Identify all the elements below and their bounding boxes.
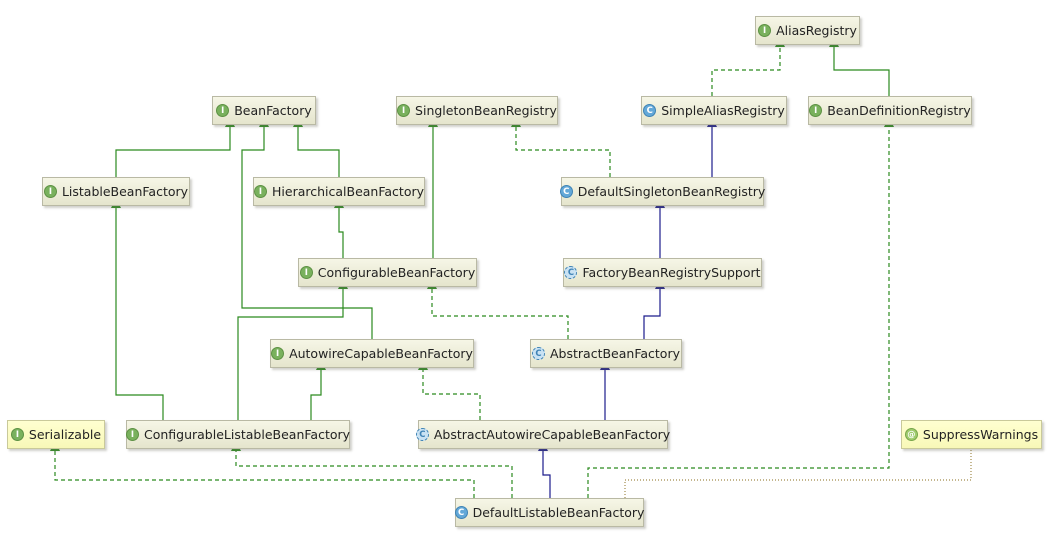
node-label: DefaultSingletonBeanRegistry [577, 184, 766, 199]
node-label: HierarchicalBeanFactory [272, 184, 425, 199]
class-node-beandefinitionregistry[interactable]: I BeanDefinitionRegistry [808, 96, 972, 125]
abstract-class-icon: C [415, 428, 429, 441]
edge-extends-interface-2 [115, 117, 235, 177]
class-node-abstractautowirecapablebeanfactory[interactable]: C AbstractAutowireCapableBeanFactory [415, 420, 671, 449]
node-label: DefaultListableBeanFactory [472, 505, 645, 520]
class-node-abstractbeanfactory[interactable]: C AbstractBeanFactory [530, 339, 682, 368]
class-node-configurablelistablebeanfactory[interactable]: I ConfigurableListableBeanFactory [125, 420, 351, 449]
class-icon: C [643, 104, 657, 117]
class-node-hierarchicalbeanfactory[interactable]: I HierarchicalBeanFactory [253, 177, 425, 206]
node-label: SuppressWarnings [922, 427, 1039, 442]
class-node-singletonbeanregistry[interactable]: I SingletonBeanRegistry [396, 96, 558, 125]
edge-extends-interface-1 [829, 37, 890, 96]
edge-implements-0 [711, 37, 785, 96]
class-icon: C [454, 506, 468, 519]
node-label: BeanDefinitionRegistry [827, 103, 971, 118]
interface-icon: I [299, 266, 313, 279]
edge-extends-class-17 [538, 441, 551, 498]
node-label: AutowireCapableBeanFactory [289, 346, 473, 361]
class-node-beanfactory[interactable]: I BeanFactory [212, 96, 316, 125]
node-label: SingletonBeanRegistry [415, 103, 557, 118]
class-node-defaultlistablebeanfactory[interactable]: C DefaultListableBeanFactory [454, 498, 645, 527]
node-label: ListableBeanFactory [61, 184, 189, 199]
edge-implements-5 [511, 117, 611, 177]
interface-icon: I [271, 347, 285, 360]
edge-extends-class-10 [643, 279, 665, 339]
edge-implements-18 [231, 441, 513, 498]
node-label: FactoryBeanRegistrySupport [582, 265, 761, 280]
abstract-class-icon: C [564, 266, 578, 279]
node-label: ConfigurableBeanFactory [317, 265, 476, 280]
class-node-serializable[interactable]: I Serializable [7, 420, 105, 449]
interface-icon: I [758, 24, 772, 37]
edge-implements-19 [587, 117, 894, 498]
class-node-simplealiasregistry[interactable]: C SimpleAliasRegistry [641, 96, 787, 125]
node-label: AliasRegistry [776, 23, 857, 38]
interface-icon: I [216, 104, 230, 117]
interface-icon: I [10, 428, 24, 441]
class-node-listablebeanfactory[interactable]: I ListableBeanFactory [42, 177, 190, 206]
node-label: SimpleAliasRegistry [661, 103, 785, 118]
interface-icon: I [43, 185, 57, 198]
class-icon: C [559, 185, 573, 198]
interface-icon: I [397, 104, 411, 117]
class-node-aliasregistry[interactable]: I AliasRegistry [755, 16, 860, 45]
class-node-suppresswarnings[interactable]: @ SuppressWarnings [901, 420, 1042, 449]
edge-implements-16 [418, 360, 481, 420]
node-label: Serializable [28, 427, 102, 442]
node-label: AbstractBeanFactory [550, 346, 680, 361]
class-node-factorybeanregistrysupport[interactable]: C FactoryBeanRegistrySupport [563, 258, 762, 287]
edge-extends-interface-4 [241, 117, 373, 339]
edge-extends-interface-12 [111, 198, 164, 420]
interface-icon: I [254, 185, 267, 198]
edge-implements-11 [427, 279, 569, 339]
class-node-configurablebeanfactory[interactable]: I ConfigurableBeanFactory [298, 258, 477, 287]
edge-extends-interface-3 [293, 117, 340, 177]
interface-icon: I [809, 104, 823, 117]
abstract-class-icon: C [532, 347, 545, 360]
class-node-autowirecapablebeanfactory[interactable]: I AutowireCapableBeanFactory [270, 339, 474, 368]
node-label: AbstractAutowireCapableBeanFactory [433, 427, 671, 442]
node-label: ConfigurableListableBeanFactory [143, 427, 351, 442]
annotation-icon: @ [904, 428, 918, 441]
edge-extends-interface-7 [334, 198, 344, 258]
class-node-defaultsingletonbeanregistry[interactable]: C DefaultSingletonBeanRegistry [559, 177, 766, 206]
edge-implements-20 [50, 441, 475, 498]
edge-extends-interface-14 [237, 279, 348, 420]
node-label: BeanFactory [234, 103, 312, 118]
interface-icon: I [125, 428, 139, 441]
edge-annotated-by-21 [624, 450, 972, 498]
edge-extends-interface-13 [310, 360, 326, 420]
